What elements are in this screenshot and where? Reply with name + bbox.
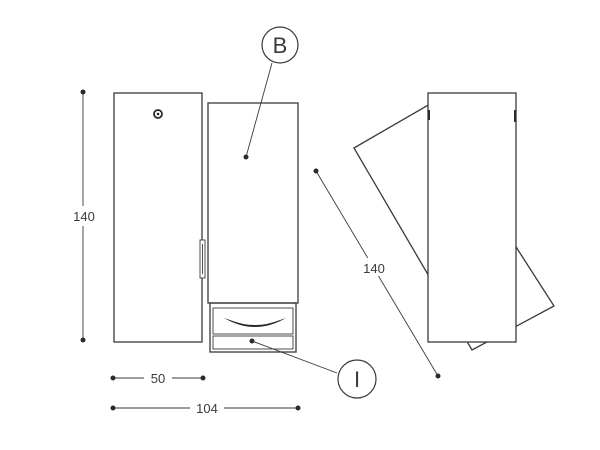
- diagonal-label-mask: [360, 258, 388, 276]
- height-dimension: 140: [70, 89, 98, 343]
- diagonal-dimension-end-dot: [435, 373, 441, 379]
- height-dimension-start-dot: [80, 89, 86, 95]
- width-label-mask: [190, 398, 224, 416]
- width-dimension-end-dot: [295, 405, 301, 411]
- depth-dimension-start-dot: [110, 375, 116, 381]
- diagonal-dimension-start-dot: [313, 168, 319, 174]
- mounting-hole-icon: [153, 109, 163, 119]
- height-dimension-end-dot: [80, 337, 86, 343]
- callout-i-label: I: [354, 367, 360, 392]
- width-dimension-start-dot: [110, 405, 116, 411]
- callout-b: B: [245, 26, 299, 158]
- callout-b-leader: [245, 62, 273, 158]
- drawer-front: [212, 335, 294, 350]
- side-view: [113, 92, 206, 343]
- depth-dimension: 50: [110, 368, 206, 386]
- drawer-frame: [209, 302, 297, 353]
- rotated-view: [353, 92, 555, 351]
- callout-i-circle: [337, 359, 377, 399]
- depth-label: 50: [151, 371, 165, 386]
- callout-i: I: [251, 340, 377, 399]
- width-dimension: 104: [110, 398, 301, 416]
- mounting-hole-center: [156, 112, 160, 116]
- callout-i-leader: [251, 340, 338, 374]
- height-label-mask: [70, 206, 98, 226]
- depth-label-mask: [144, 368, 172, 386]
- callout-b-circle: [261, 26, 299, 64]
- front-view: [207, 102, 299, 353]
- height-label: 140: [73, 209, 95, 224]
- rotated-view-body: [427, 92, 517, 343]
- diagonal-dimension: 140: [313, 168, 441, 379]
- width-label: 104: [196, 401, 218, 416]
- drawer-opening: [212, 307, 294, 335]
- side-view-body: [113, 92, 203, 343]
- depth-dimension-end-dot: [200, 375, 206, 381]
- diagonal-label: 140: [363, 261, 385, 276]
- drawer-cushion-icon: [224, 318, 286, 327]
- callout-b-label: B: [273, 33, 288, 58]
